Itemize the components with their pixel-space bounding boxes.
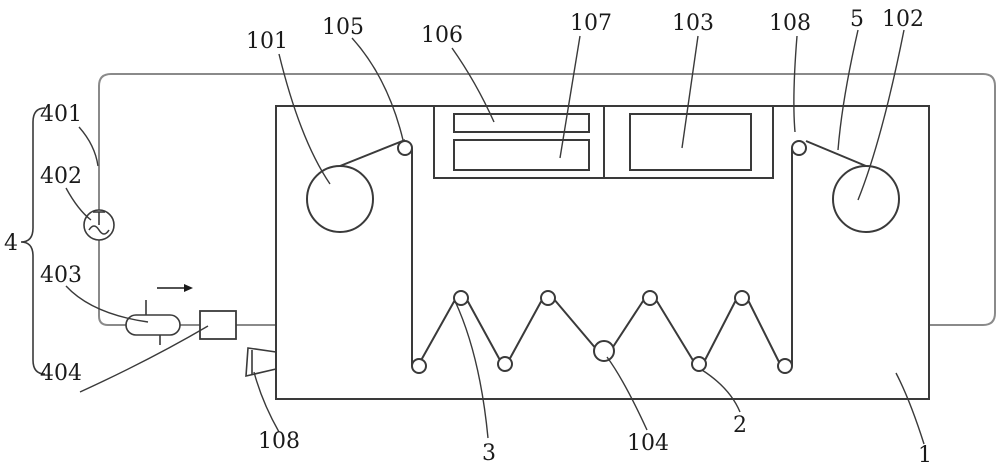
label-106: 106: [421, 23, 463, 48]
label-4: 4: [4, 231, 18, 256]
valve-icon: [125, 300, 181, 345]
leader-108-bottom: [253, 371, 280, 433]
heater-element-107: [453, 139, 590, 171]
label-105: 105: [322, 15, 364, 40]
lower-roller: [497, 356, 513, 372]
group-bracket-4: [20, 107, 46, 375]
guide-roller-108: [791, 140, 807, 156]
dancer-roller-104: [593, 340, 615, 362]
leader-107: [559, 35, 581, 159]
leader-5: [837, 29, 859, 151]
unwind-roll-101: [306, 165, 374, 233]
leader-404: [79, 325, 209, 393]
label-101: 101: [246, 29, 288, 54]
upper-roller: [642, 290, 658, 306]
leader-403: [65, 285, 149, 323]
leader-106: [451, 47, 495, 123]
label-108-top: 108: [769, 11, 811, 36]
leader-1: [895, 372, 925, 445]
leader-401: [78, 126, 99, 167]
label-2: 2: [733, 413, 747, 438]
lower-roller: [691, 356, 707, 372]
guide-rollers: [397, 140, 807, 374]
label-404: 404: [40, 361, 82, 386]
square-box-icon: [199, 310, 237, 340]
upper-roller: [453, 290, 469, 306]
label-402: 402: [40, 164, 82, 189]
leader-104: [606, 356, 648, 431]
leader-402: [65, 187, 92, 221]
guide-roller-105: [397, 140, 413, 156]
web-path: [339, 139, 867, 366]
label-103: 103: [672, 11, 714, 36]
upper-roller: [734, 290, 750, 306]
unit-box-103: [629, 113, 752, 171]
label-107: 107: [570, 11, 612, 36]
lower-roller: [777, 358, 793, 374]
right-arrow-icon: [157, 284, 193, 292]
upper-roller: [540, 290, 556, 306]
label-108-bottom: 108: [258, 429, 300, 454]
leader-lines: [65, 29, 925, 445]
label-1: 1: [918, 443, 932, 468]
leader-105: [351, 37, 404, 141]
nozzle-icon: [245, 347, 277, 378]
heater-element-106: [453, 113, 590, 133]
leader-2: [701, 369, 741, 413]
fan-icon: [83, 209, 115, 241]
label-5: 5: [850, 7, 864, 32]
circulation-duct: [98, 73, 996, 326]
leader-102: [857, 29, 905, 201]
leader-103: [681, 35, 699, 149]
lower-roller: [411, 358, 427, 374]
upper-unit: [433, 105, 774, 179]
leader-3: [454, 300, 489, 439]
leader-108-top: [793, 35, 798, 133]
reference-labels: 101 105 106 107 103 108 5 102 401 402 4 …: [4, 7, 932, 468]
label-102: 102: [882, 7, 924, 32]
label-401: 401: [40, 102, 82, 127]
rewind-roll-102: [832, 165, 900, 233]
label-403: 403: [40, 263, 82, 288]
label-3: 3: [482, 441, 496, 466]
label-104: 104: [627, 431, 669, 456]
leader-101: [278, 53, 331, 185]
